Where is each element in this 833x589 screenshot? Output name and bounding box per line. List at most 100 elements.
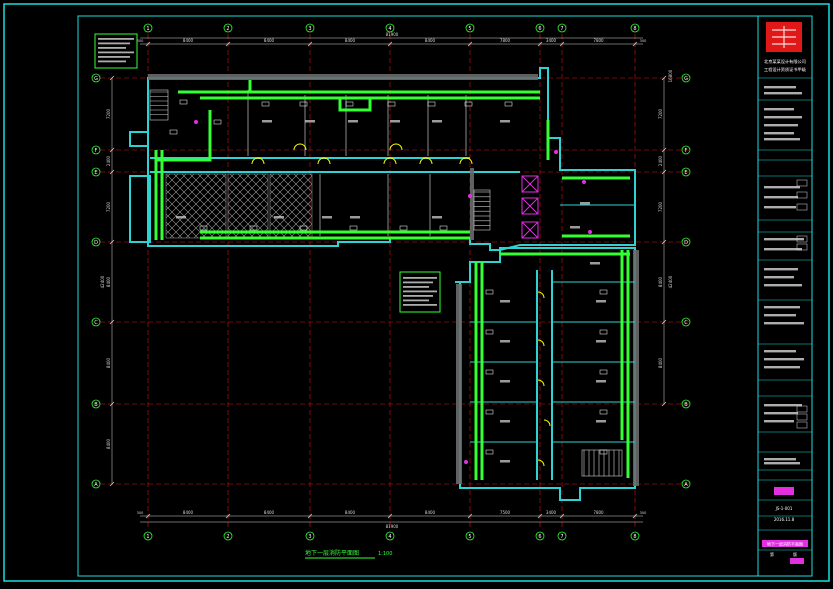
title-block-text: [764, 358, 804, 361]
axis-bubble: [91, 237, 101, 247]
title-block-text: [764, 420, 794, 423]
drawing-scale: 1:100: [378, 551, 392, 557]
dim-tick: [387, 513, 393, 519]
dim-tick: [225, 513, 231, 519]
door-swing: [293, 143, 301, 151]
axis-bubble: [91, 399, 101, 409]
room-tag: [500, 340, 510, 343]
axis-bubble: [305, 531, 315, 541]
equipment-mark: [588, 230, 592, 234]
dim-tick: [537, 513, 543, 519]
signature-cell: [796, 203, 808, 211]
axis-bubble: [385, 531, 395, 541]
signature-cell: [796, 235, 808, 243]
bottom-dim-text: 7500: [500, 510, 511, 515]
left-dim-text: 7200: [106, 201, 111, 212]
axis-bubble: [143, 23, 153, 33]
air-grille: [169, 129, 178, 135]
title-block-text: [764, 350, 796, 353]
axis-label-6: 6: [538, 26, 541, 32]
bottom-dim-text: 7800: [593, 510, 604, 515]
air-grille: [261, 101, 270, 107]
right-total-text: 42400: [668, 275, 673, 288]
axis-label-1: 1: [146, 26, 149, 32]
right-dim-text: 8400: [658, 357, 663, 368]
axis-bubble: [91, 317, 101, 327]
dim-tick: [109, 401, 115, 407]
room-tag: [432, 216, 442, 219]
air-grille: [345, 101, 354, 107]
axis-bubble: [223, 23, 233, 33]
title-block-text: [764, 284, 802, 287]
axis-bubble: [557, 23, 567, 33]
left-total-text: 42400: [100, 275, 105, 288]
bottom-dim-text: 8400: [345, 510, 356, 515]
door-swing: [389, 157, 397, 165]
axis-label-C: C: [684, 320, 688, 326]
drawing-date: 2016.11.8: [774, 517, 795, 522]
title-block-text: [764, 458, 796, 461]
axis-label-G: G: [94, 76, 98, 82]
note-line: [98, 56, 130, 58]
door-swing: [537, 459, 545, 467]
dim-tick: [225, 41, 231, 47]
right-dim-text: 7200: [658, 201, 663, 212]
wall-hatch-strips: [148, 74, 639, 486]
room-tag: [350, 216, 360, 219]
title-block-text: [764, 92, 802, 95]
dim-tick: [661, 147, 667, 153]
axis-bubble: [681, 317, 691, 327]
axis-bubble: [535, 531, 545, 541]
elevator-3: [521, 221, 539, 239]
note-line: [403, 304, 437, 306]
title-block-text: [764, 206, 796, 209]
elevator-shafts: [521, 175, 539, 239]
door-swing: [389, 143, 397, 151]
top-dim-text: 7800: [500, 38, 511, 43]
dim-tick: [661, 239, 667, 245]
air-grille: [485, 449, 494, 455]
note-line: [403, 286, 429, 288]
note-box-center: [399, 271, 441, 313]
dim-tick: [559, 513, 565, 519]
top-dim-text: 3400: [546, 38, 557, 43]
axis-label-1: 1: [146, 534, 149, 540]
sheet-title: 地下一层消防平面图: [767, 541, 803, 547]
axis-label-8: 8: [633, 534, 636, 540]
door-swing: [383, 157, 391, 165]
sheet-label: 第: [770, 551, 774, 557]
room-tag: [500, 460, 510, 463]
axis-label-3: 3: [308, 534, 311, 540]
air-grille: [504, 101, 513, 107]
signature-cell: [796, 191, 808, 199]
room-tag: [176, 216, 186, 219]
hatch-strip-left: [456, 284, 462, 484]
air-grille: [349, 225, 358, 231]
axis-label-D: D: [94, 240, 98, 246]
axis-label-B: B: [94, 402, 98, 408]
title-block-text: [764, 276, 794, 279]
axis-label-A: A: [94, 482, 98, 488]
equipment-mark: [464, 460, 468, 464]
dim-tick: [467, 41, 473, 47]
elevator-1: [521, 175, 539, 193]
axis-label-C: C: [94, 320, 98, 326]
air-grille: [199, 225, 208, 231]
dim-tick: [661, 169, 667, 175]
title-block-text: [764, 412, 798, 415]
axis-label-4: 4: [388, 534, 391, 540]
room-tag: [390, 120, 400, 123]
axis-bubble: [465, 531, 475, 541]
title-block-text: [764, 132, 794, 135]
air-grille: [464, 101, 473, 107]
door-swing: [317, 157, 325, 165]
dim-tick: [145, 41, 151, 47]
elevator-2: [521, 197, 539, 215]
axis-label-7: 7: [560, 534, 563, 540]
title-block-text: [764, 138, 800, 141]
dim-tick: [467, 513, 473, 519]
title-block-text: [764, 322, 804, 325]
dim-tick: [661, 401, 667, 407]
